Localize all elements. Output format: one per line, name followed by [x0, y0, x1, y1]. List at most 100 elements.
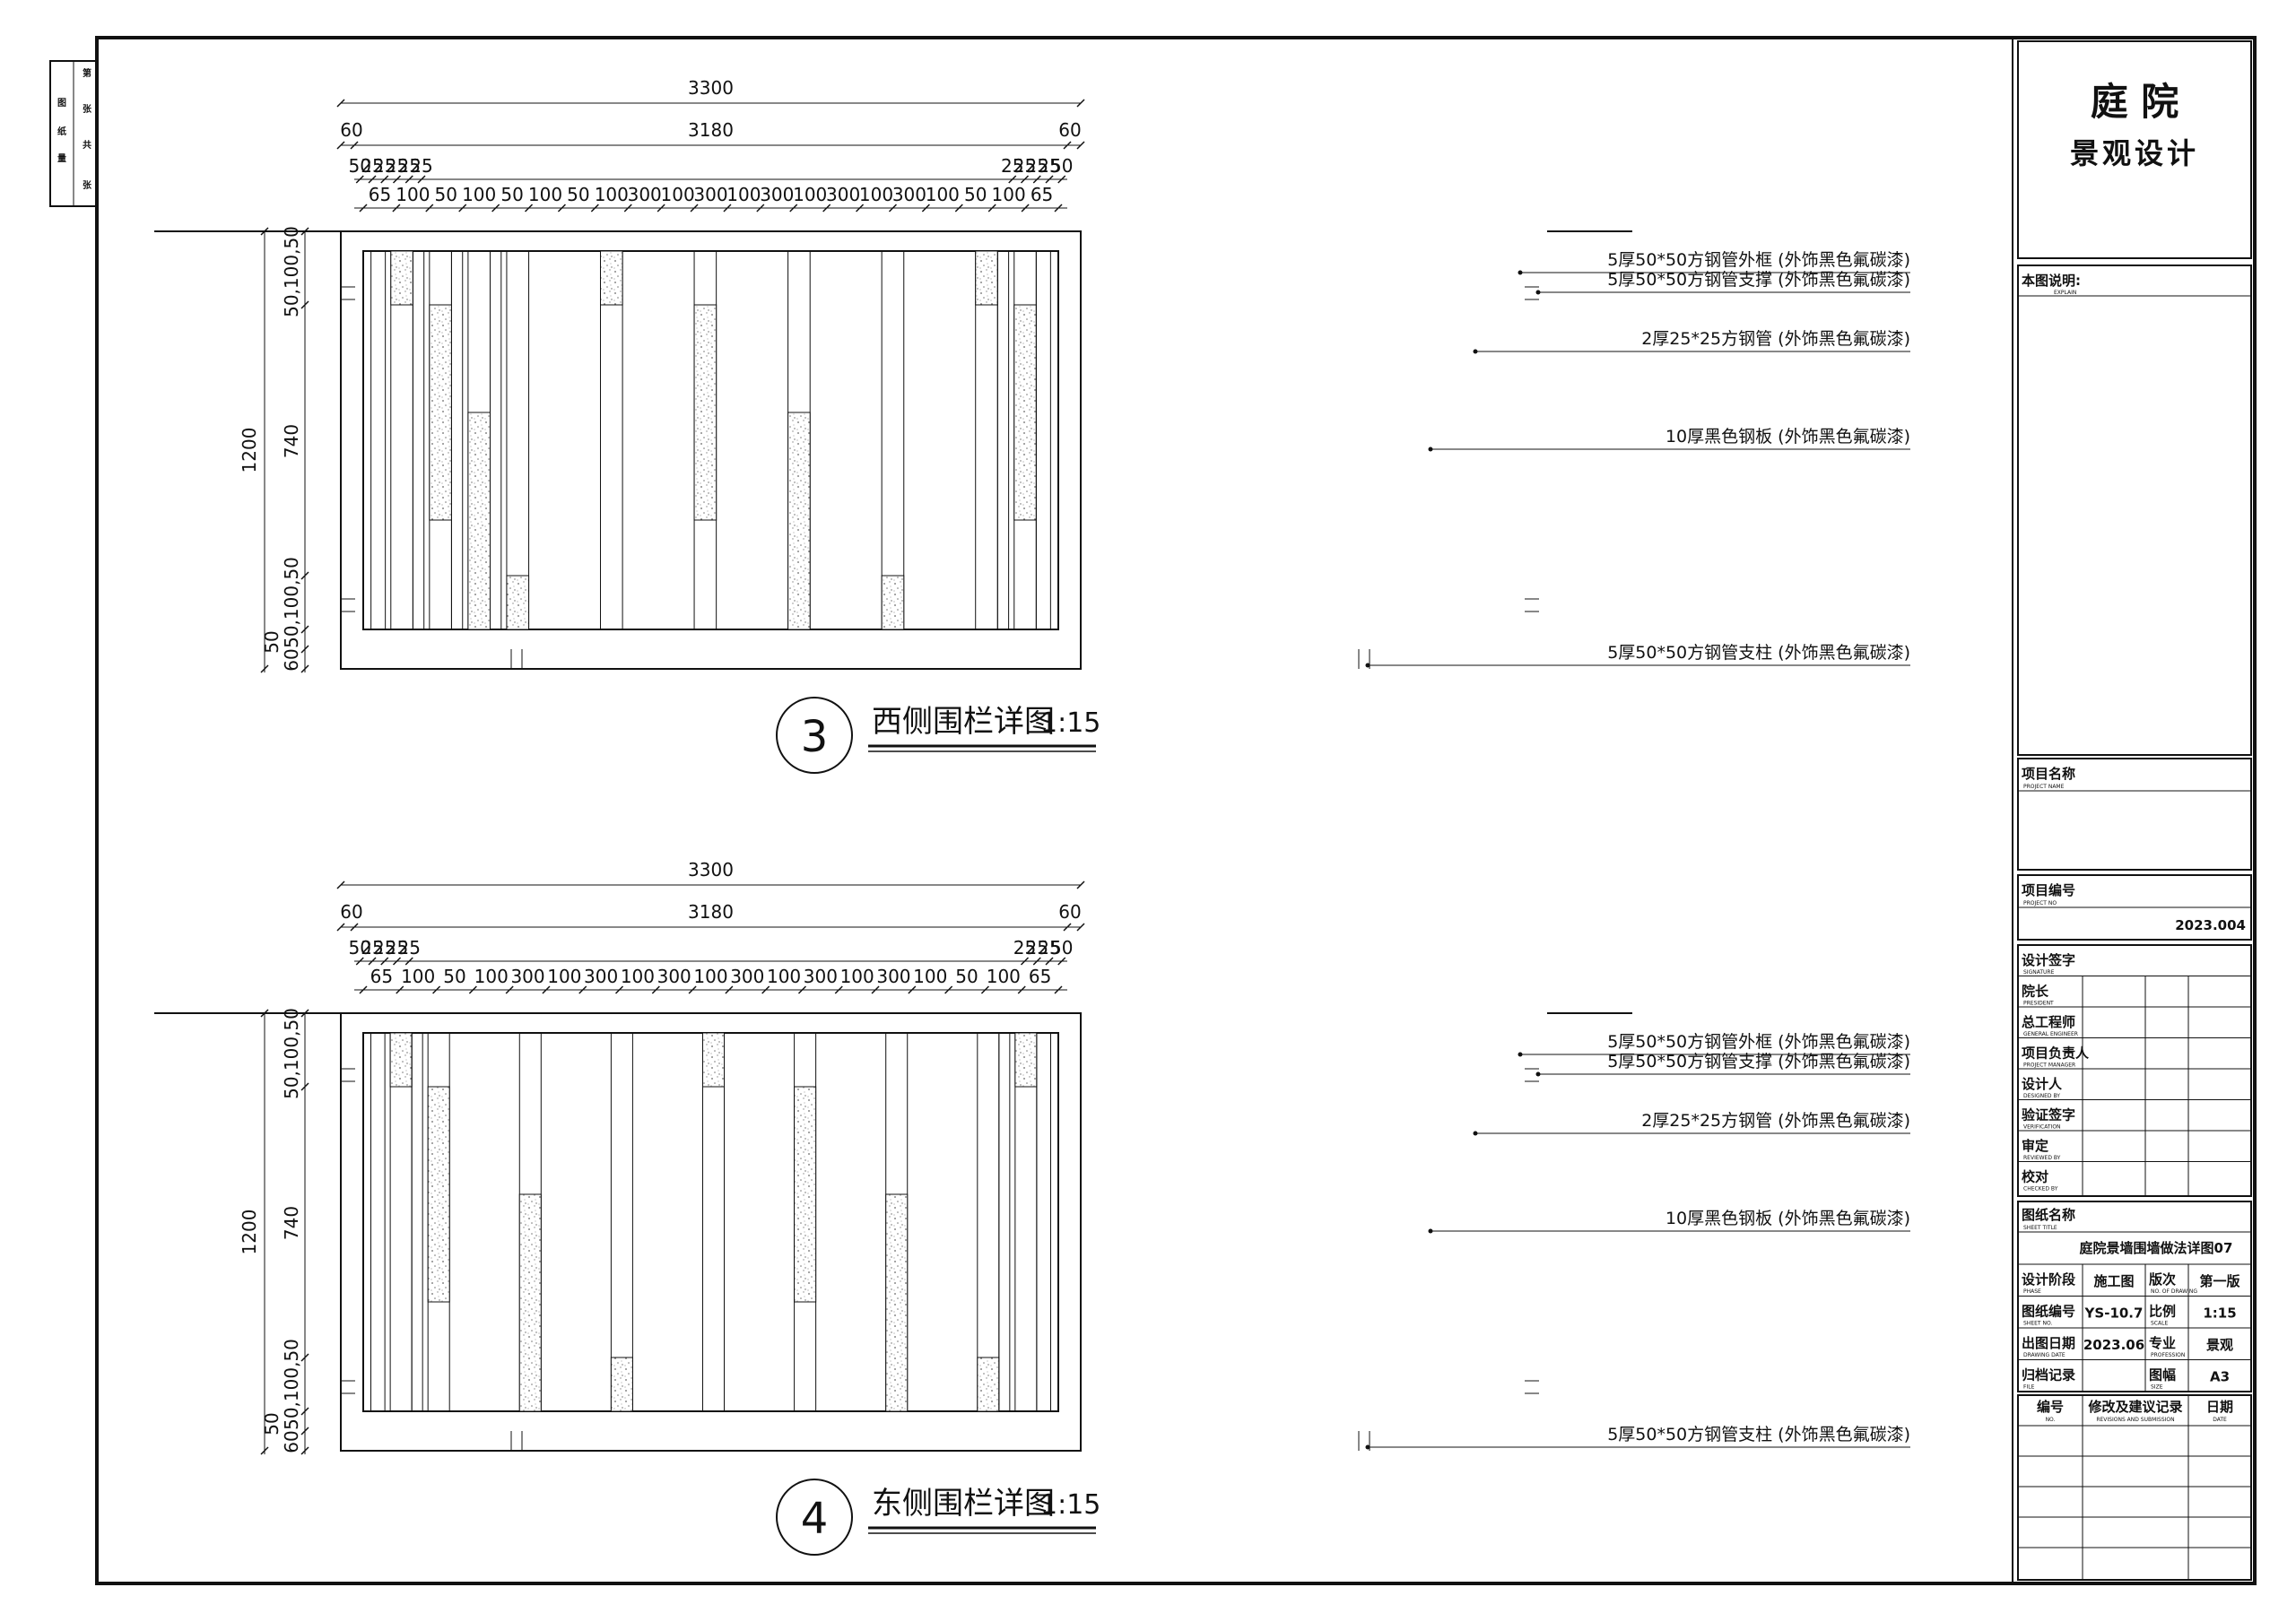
dimension-label: 50: [955, 966, 978, 987]
dimension-label: 100: [547, 966, 581, 987]
dimension-label: 65: [1031, 184, 1053, 205]
black-steel-plate: [389, 1032, 413, 1088]
info-label-en: SIZE: [2151, 1384, 2163, 1391]
black-steel-plate: [429, 304, 452, 521]
signature-label: 院长: [2022, 984, 2049, 1000]
signature-label: 设计签字: [2022, 952, 2075, 968]
dimension-tick: [651, 985, 660, 994]
dimension-tick: [590, 204, 599, 213]
dimension-tick: [1063, 141, 1072, 150]
dimension-label: 100: [396, 184, 430, 205]
dimension-tick: [505, 985, 514, 994]
dimension-tick: [871, 985, 880, 994]
dimension-label: 25: [373, 155, 396, 177]
sheet-title-value: 庭院景墙围墙做法详图07: [2080, 1240, 2233, 1256]
detail-title: 东侧围栏详图: [872, 1486, 1055, 1522]
black-steel-plate: [794, 1086, 817, 1303]
dimension-label: 25: [1026, 937, 1048, 958]
dimension-tick: [614, 985, 624, 994]
dimension-label: 60: [340, 901, 362, 923]
dimension-tick: [300, 625, 309, 634]
signature-label: 总工程师: [2022, 1014, 2075, 1030]
info-label: 版次: [2149, 1271, 2176, 1288]
annotation-note: 5厚50*50方钢管外框 (外饰黑色氟碳漆): [1607, 250, 1910, 270]
dimension-label: 1200: [239, 428, 260, 473]
info-label: 专业: [2149, 1335, 2176, 1351]
dimension-label: 100: [661, 184, 695, 205]
explain-en: EXPLAIN: [2054, 290, 2076, 296]
dimension-label: 25: [1038, 155, 1060, 177]
revision-date-header: 日期: [2206, 1399, 2233, 1415]
info-value: YS-10.7: [2084, 1305, 2144, 1322]
black-steel-plate: [975, 250, 998, 306]
dimension-tick: [300, 300, 309, 309]
dimension-tick: [1076, 99, 1085, 108]
detail-title: 西侧围栏详图: [872, 704, 1055, 740]
signature-label-en: GENERAL ENGINEER: [2023, 1031, 2078, 1037]
signature-label-en: VERIFICATION: [2023, 1124, 2061, 1131]
signature-label: 项目负责人: [2022, 1045, 2090, 1062]
dimension-label: 25: [1013, 937, 1036, 958]
project-no-label: 项目编号: [2022, 882, 2075, 898]
dimension-tick: [260, 227, 269, 236]
info-label: 设计阶段: [2022, 1271, 2075, 1288]
detail-scale: 1:15: [1040, 707, 1100, 739]
dimension-label: 25: [373, 937, 396, 958]
dimension-tick: [260, 1009, 269, 1018]
side-strip: 第 张 共 张 图 纸 量: [49, 60, 98, 207]
dimension-tick: [578, 985, 587, 994]
dimension-tick: [350, 141, 359, 150]
dimension-label: 65: [370, 966, 393, 987]
dimension-tick: [1020, 175, 1030, 184]
black-steel-plate: [881, 575, 905, 630]
dimension-tick: [822, 204, 831, 213]
dimension-label: 25: [386, 155, 408, 177]
dimension-tick: [1032, 957, 1041, 966]
dimension-label: 100: [767, 966, 801, 987]
side-strip-char: 张: [83, 179, 92, 191]
leader-dot: [1535, 290, 1541, 295]
dimension-label: 300: [876, 966, 910, 987]
dimension-tick: [392, 204, 401, 213]
annotation-note: 10厚黑色钢板 (外饰黑色氟碳漆): [1665, 1209, 1910, 1228]
dimension-tick: [756, 204, 765, 213]
info-label-en: FILE: [2023, 1384, 2035, 1391]
dimension-label: 25: [361, 937, 383, 958]
dimension-tick: [1032, 175, 1041, 184]
dimension-tick: [944, 985, 953, 994]
info-label-en: PHASE: [2023, 1288, 2041, 1295]
dimension-tick: [834, 985, 843, 994]
dimension-tick: [725, 985, 734, 994]
detail-number-circle: [776, 1479, 853, 1556]
dimension-tick: [396, 985, 404, 994]
dimension-tick: [856, 204, 865, 213]
dimension-tick: [987, 204, 996, 213]
side-strip-char: 纸: [57, 126, 66, 137]
dimension-tick: [1057, 957, 1066, 966]
signature-label: 验证签字: [2022, 1107, 2075, 1123]
sheet-title-label: 图纸名称: [2022, 1207, 2075, 1223]
dimension-label: 100: [859, 184, 893, 205]
dimension-tick: [797, 985, 807, 994]
dimension-tick: [761, 985, 770, 994]
signature-label-en: DESIGNED BY: [2023, 1093, 2060, 1099]
title-block: 庭 院 景观设计 本图说明: EXPLAIN 项目名称 PROJECT NAME…: [2017, 40, 2252, 1581]
signature-label-en: PROJECT MANAGER: [2023, 1063, 2075, 1069]
dimension-tick: [300, 645, 309, 654]
dimension-label: 100: [595, 184, 629, 205]
dimension-tick: [260, 1446, 269, 1455]
dimension-tick: [336, 880, 345, 889]
leader-dot: [1473, 349, 1478, 354]
info-label: 比例: [2149, 1304, 2176, 1320]
annotation-note: 2厚25*25方钢管 (外饰黑色氟碳漆): [1641, 329, 1910, 349]
dimension-label: 100: [474, 966, 509, 987]
dimension-label: 100: [401, 966, 435, 987]
black-steel-plate: [427, 1086, 450, 1303]
info-label-en: SCALE: [2151, 1321, 2168, 1327]
dimension-label: 50: [349, 155, 371, 177]
signature-label-en: SIGNATURE: [2023, 969, 2055, 976]
dimension-label: 25: [1026, 155, 1048, 177]
